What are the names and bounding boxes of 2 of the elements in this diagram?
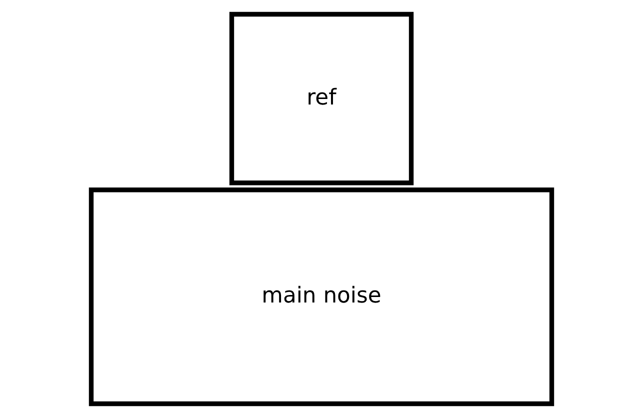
node-box: main noise <box>88 188 554 406</box>
node-box: ref <box>228 12 414 186</box>
